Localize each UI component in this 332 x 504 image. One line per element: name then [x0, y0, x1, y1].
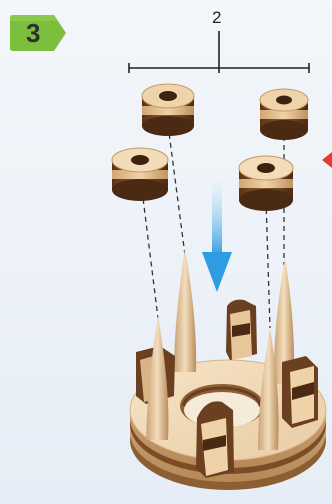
ring-mid-left [112, 148, 168, 201]
down-arrow-icon [202, 182, 232, 292]
red-arrow-icon [322, 152, 332, 168]
spike-back-left [174, 248, 196, 372]
block-front [196, 401, 234, 478]
block-back [226, 300, 257, 360]
ring-top-left [142, 84, 194, 136]
ring-mid-right [239, 156, 293, 211]
dimension-line [129, 31, 309, 73]
ring-top-right [260, 89, 308, 140]
block-right [282, 356, 318, 428]
